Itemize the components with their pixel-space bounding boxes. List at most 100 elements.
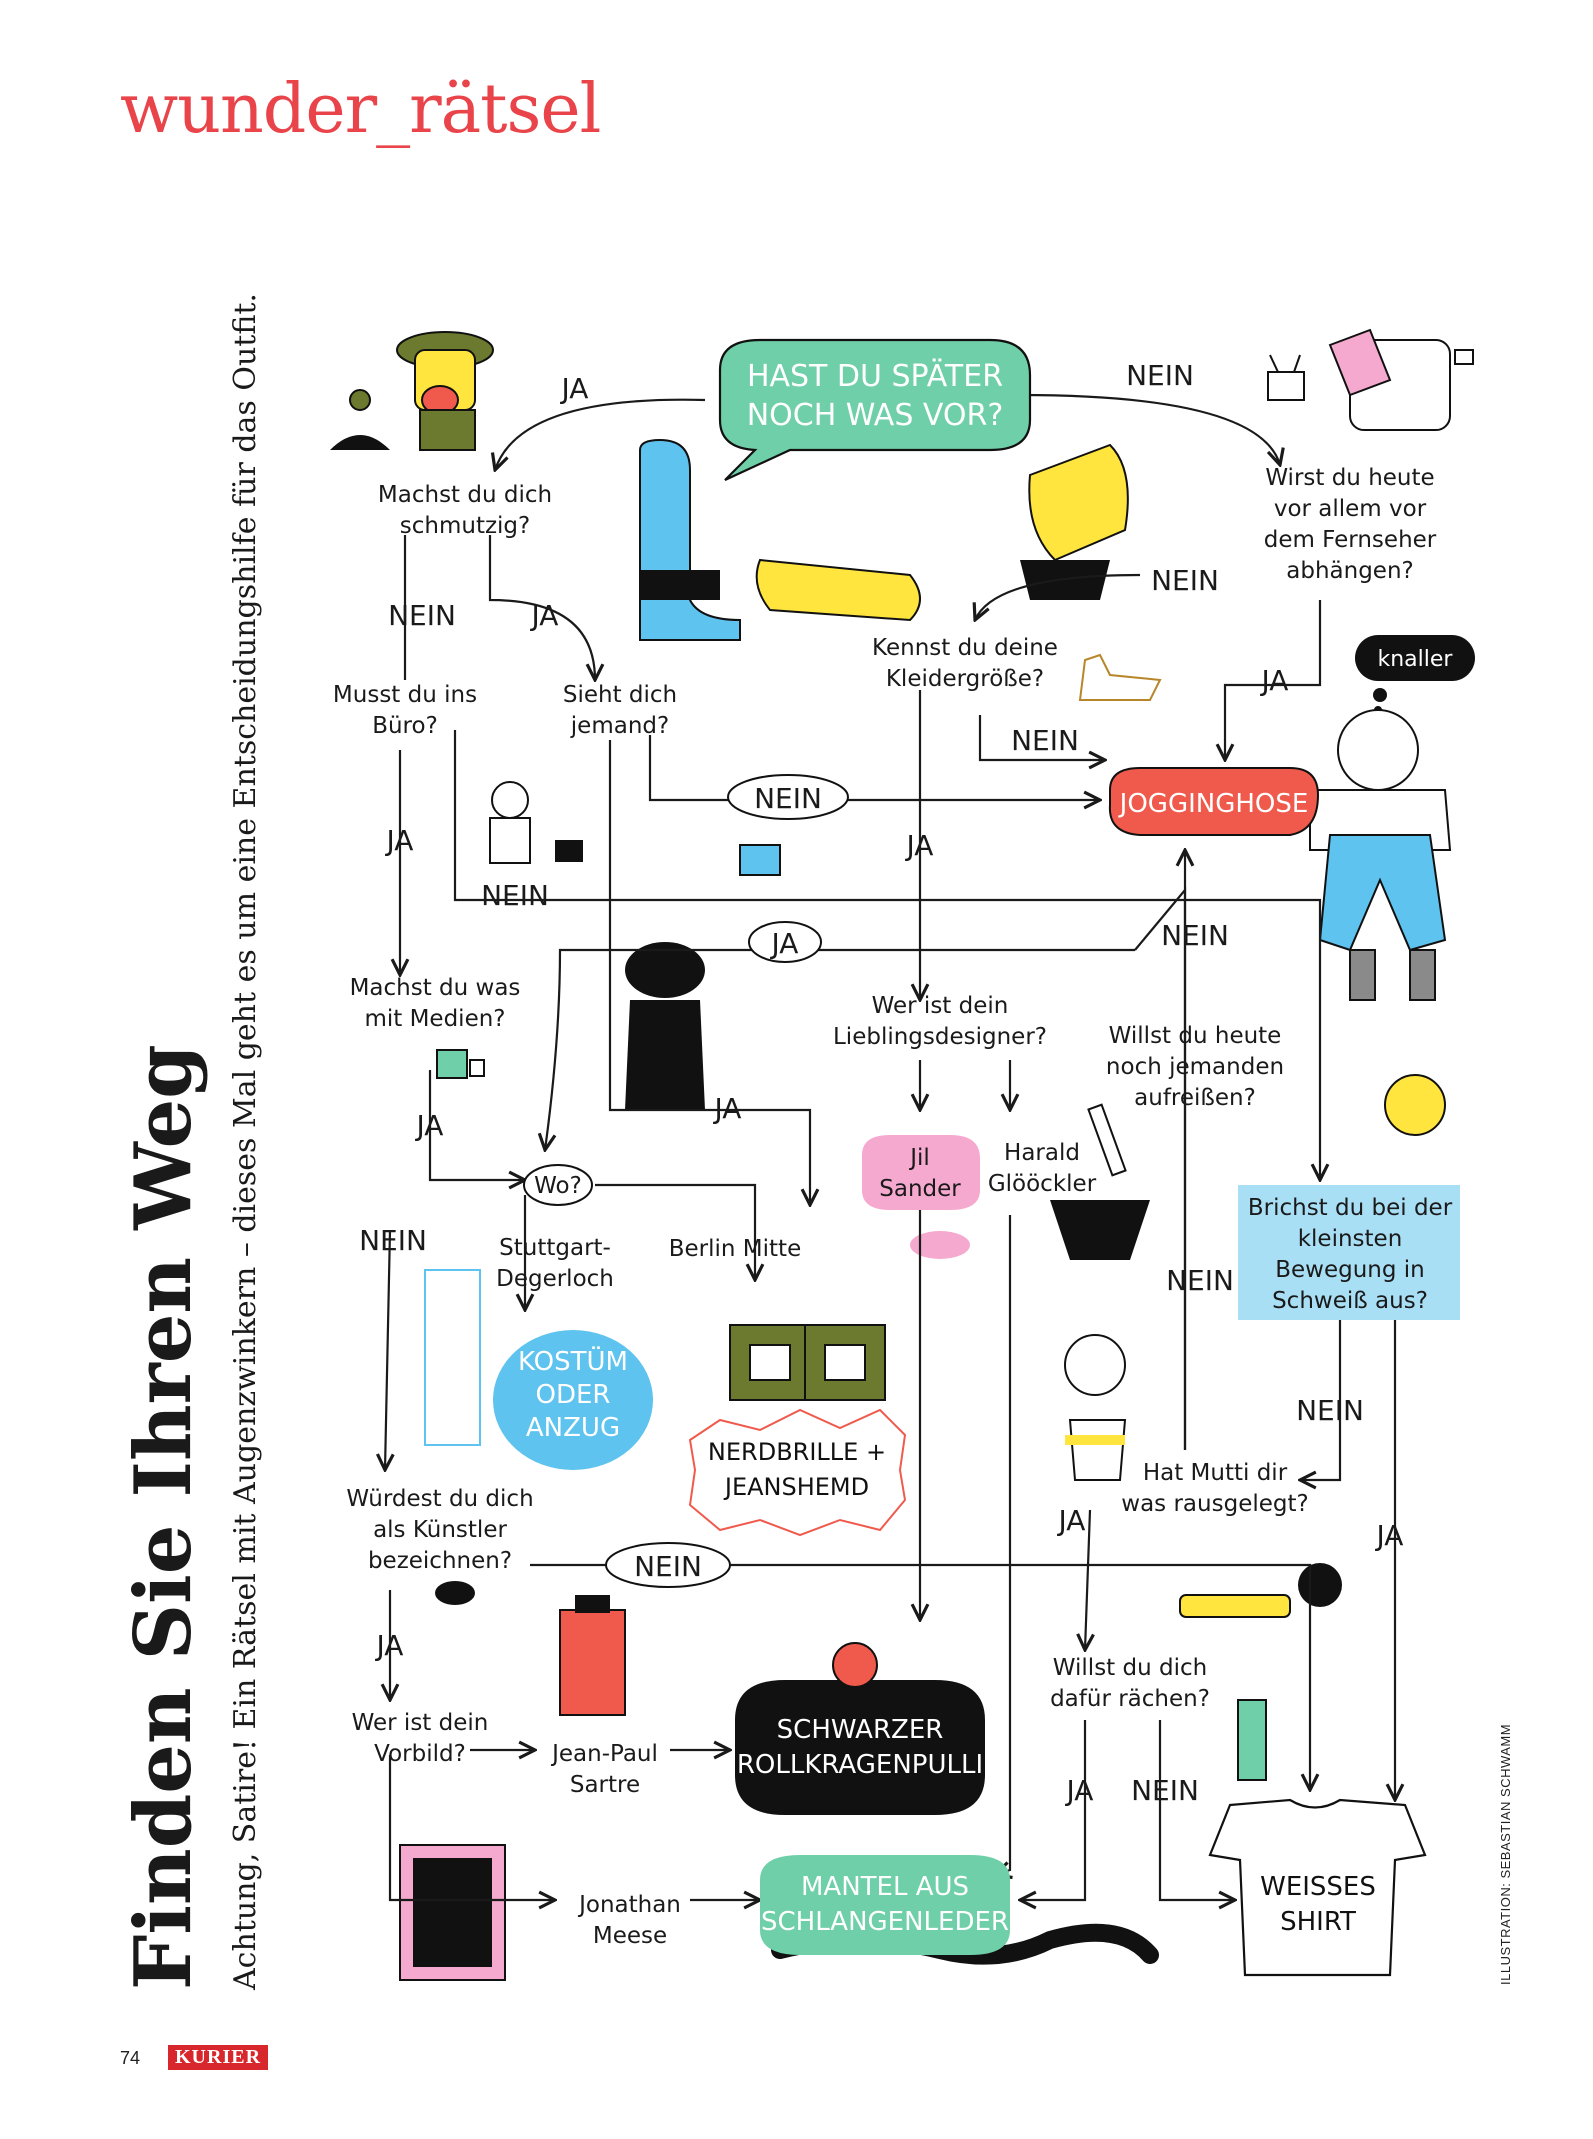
beard-face-icon bbox=[1050, 1200, 1150, 1260]
answer-nein-q8: NEIN bbox=[1161, 919, 1229, 952]
option-harald-line-2: Glööckler bbox=[988, 1171, 1097, 1197]
question-q5-line-2: Kleidergröße? bbox=[886, 666, 1044, 692]
picture-frame-icon bbox=[399, 1844, 506, 1981]
outcome-rolli-shape bbox=[735, 1680, 985, 1815]
outcome-jogging-shape bbox=[1108, 767, 1320, 836]
option-jil-line-2: Sander bbox=[879, 1176, 961, 1202]
answer-nein-q12: NEIN bbox=[1166, 1264, 1234, 1297]
cardboard-box-icon bbox=[739, 844, 781, 876]
question-q4-line-2: jemand? bbox=[570, 713, 669, 739]
answer-ja-q6: JA bbox=[415, 1109, 444, 1142]
answer-ja-q8: JA bbox=[770, 927, 799, 960]
answer-nein-q3: NEIN bbox=[481, 879, 549, 912]
answer-ja-q4: JA bbox=[713, 1092, 742, 1125]
option-sartre-line-2: Sartre bbox=[570, 1772, 640, 1798]
question-q6-line-2: mit Medien? bbox=[364, 1006, 505, 1032]
question-q8-line-3: aufreißen? bbox=[1134, 1085, 1256, 1111]
question-q12-line-2: was rausgelegt? bbox=[1121, 1491, 1308, 1517]
statue-knight-icon bbox=[424, 1269, 481, 1446]
ok-hand-icon bbox=[1064, 1334, 1127, 1481]
option-stuttgart-line-2: Degerloch bbox=[496, 1266, 614, 1292]
pencil-icon bbox=[1237, 1699, 1267, 1781]
answer-ja-q12: JA bbox=[1057, 1504, 1086, 1537]
question-q8-line-2: noch jemanden bbox=[1106, 1054, 1284, 1080]
answer-nein-q13: NEIN bbox=[1131, 1774, 1199, 1807]
yellow-fashion-man-icon bbox=[1020, 443, 1129, 600]
sweating-man-icon bbox=[1384, 1074, 1446, 1136]
option-stuttgart-line-1: Stuttgart- bbox=[499, 1235, 611, 1261]
answer-nein-q1: NEIN bbox=[388, 599, 456, 632]
answer-nein-q9: NEIN bbox=[1296, 1394, 1364, 1427]
outcome-mantel-line-2: SCHLANGENLEDER bbox=[761, 1907, 1009, 1937]
outcome-kostuem-line-2: ODER bbox=[536, 1380, 611, 1410]
answer-ja-q8-bubble bbox=[748, 921, 822, 963]
start-bubble bbox=[718, 338, 1032, 481]
measuring-tape-icon bbox=[755, 558, 921, 622]
cigarette-pack-icon bbox=[559, 1595, 626, 1716]
outcome-rolli-line-2: ROLLKRAGENPULLI bbox=[737, 1750, 983, 1780]
option-jil-sander-cloud bbox=[862, 1135, 980, 1210]
question-q14-line-1: Wer ist dein bbox=[352, 1710, 489, 1736]
question-q11-line-3: bezeichnen? bbox=[368, 1548, 512, 1574]
question-q2-line-3: dem Fernseher bbox=[1264, 527, 1437, 553]
outcome-kostuem-line-3: ANZUG bbox=[526, 1413, 620, 1443]
rolli-head-icon bbox=[832, 1642, 878, 1688]
option-harald-line-1: Harald bbox=[1004, 1140, 1080, 1166]
outcome-mantel-shape bbox=[760, 1855, 1010, 1955]
answer-ja-q1: JA bbox=[530, 599, 559, 632]
pen-icon bbox=[1087, 1103, 1127, 1177]
start-question-line-2: NOCH WAS VOR? bbox=[747, 398, 1004, 433]
black-bear-figure-icon bbox=[625, 942, 705, 1110]
pink-cloud-icon bbox=[910, 1231, 970, 1259]
answer-ja-q2: JA bbox=[1260, 664, 1289, 697]
pistol-hand-icon bbox=[1179, 1563, 1342, 1618]
question-q9-box bbox=[1238, 1185, 1460, 1320]
question-q9-line-4: Schweiß aus? bbox=[1272, 1288, 1428, 1314]
sphinx-icon bbox=[1078, 653, 1162, 701]
question-q13-line-1: Willst du dich bbox=[1053, 1655, 1207, 1681]
question-q11-line-2: als Künstler bbox=[373, 1517, 507, 1543]
question-q11-line-1: Würdest du dich bbox=[346, 1486, 533, 1512]
answer-ja-q13: JA bbox=[1065, 1774, 1094, 1807]
question-q9-line-1: Brichst du bei der bbox=[1248, 1195, 1453, 1221]
soldier-figure-icon bbox=[330, 331, 494, 451]
nerd-glasses-icon bbox=[729, 1324, 886, 1401]
question-q2-line-2: vor allem vor bbox=[1274, 496, 1427, 522]
computer-icon bbox=[436, 1049, 485, 1079]
outcome-shirt-shape bbox=[1208, 1798, 1427, 1977]
question-q14-line-2: Vorbild? bbox=[374, 1741, 466, 1767]
answer-nein-q4: NEIN bbox=[754, 782, 822, 815]
answer-ja-q3: JA bbox=[385, 824, 414, 857]
brush-icon bbox=[435, 1581, 475, 1605]
answer-ja-q9: JA bbox=[1375, 1519, 1404, 1552]
question-q13-line-2: dafür rächen? bbox=[1050, 1686, 1210, 1712]
answer-nein-q2: NEIN bbox=[1151, 564, 1219, 597]
answer-nein-q5: NEIN bbox=[1011, 724, 1079, 757]
businessman-running-icon bbox=[489, 781, 583, 864]
outcome-kostuem-line-1: KOSTÜM bbox=[518, 1345, 628, 1377]
answer-ja-start: JA bbox=[560, 372, 589, 405]
answer-ja-q11: JA bbox=[375, 1629, 404, 1662]
outcome-nerd-line-2: JEANSHEMD bbox=[723, 1473, 869, 1501]
outcome-mantel-line-1: MANTEL AUS bbox=[801, 1872, 969, 1902]
question-q3-line-1: Musst du ins bbox=[333, 682, 477, 708]
answer-ja-q5: JA bbox=[905, 829, 934, 862]
answer-nein-q6: NEIN bbox=[359, 1224, 427, 1257]
page-number: 74 bbox=[120, 2048, 141, 2068]
question-q7-line-2: Lieblingsdesigner? bbox=[833, 1024, 1047, 1050]
question-q1-line-1: Machst du dich bbox=[378, 482, 552, 508]
question-q10: Wo? bbox=[534, 1173, 582, 1199]
option-berlin: Berlin Mitte bbox=[669, 1236, 801, 1262]
blue-thinker-figure-icon bbox=[639, 438, 741, 641]
tank-top-man-figure-icon bbox=[1309, 709, 1452, 1001]
rubric-title: wunder_rätsel bbox=[120, 70, 601, 149]
outcome-rolli-line-1: SCHWARZER bbox=[777, 1715, 944, 1745]
question-q9-line-3: Bewegung in bbox=[1275, 1257, 1425, 1283]
start-question-line-1: HAST DU SPÄTER bbox=[747, 358, 1003, 394]
question-q2-line-1: Wirst du heute bbox=[1265, 465, 1434, 491]
option-jil-line-1: Jil bbox=[908, 1145, 930, 1171]
option-meese-line-1: Jonathan bbox=[577, 1892, 681, 1918]
question-q9-line-2: kleinsten bbox=[1298, 1226, 1403, 1252]
tv-set-icon bbox=[1267, 354, 1305, 401]
